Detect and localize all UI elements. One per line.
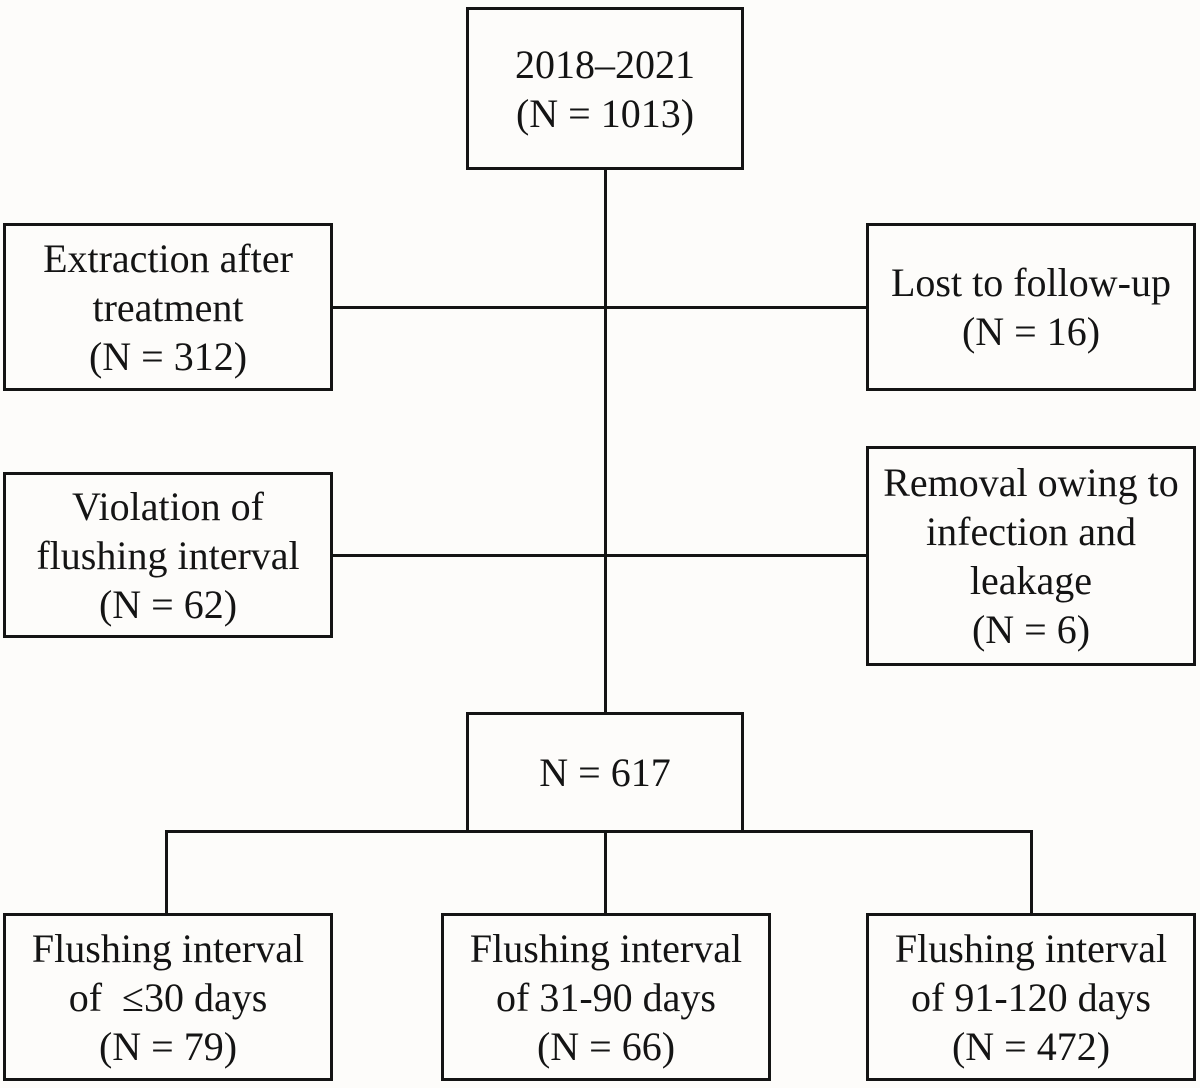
connector-branch-right-drop bbox=[1030, 830, 1033, 914]
node-count: (N = 6) bbox=[971, 607, 1091, 652]
node-count: (N = 472) bbox=[951, 1023, 1111, 1069]
connector-branch-middle-drop bbox=[604, 830, 607, 914]
node-text-line: Flushing interval bbox=[469, 925, 743, 971]
node-text-line: infection and bbox=[926, 509, 1136, 554]
node-text-line: leakage bbox=[969, 558, 1093, 603]
node-text-line: Violation of bbox=[71, 483, 264, 529]
node-violation-of-flushing-interval: Violation of flushing interval (N = 62) bbox=[3, 472, 333, 638]
connector-branch-left-drop bbox=[165, 830, 168, 914]
node-count: (N = 1013) bbox=[515, 90, 695, 136]
node-text-line: Flushing interval bbox=[894, 925, 1168, 971]
connector-violation-removal bbox=[333, 554, 866, 557]
node-count: (N = 312) bbox=[88, 333, 248, 379]
node-text-line: of ≤30 days bbox=[68, 974, 268, 1020]
node-text-line: Lost to follow-up bbox=[891, 260, 1171, 305]
node-flushing-interval-le-30-days: Flushing interval of ≤30 days (N = 79) bbox=[3, 913, 333, 1081]
node-removal-infection-leakage: Removal owing to infection and leakage (… bbox=[866, 446, 1196, 666]
node-text-line: of 31-90 days bbox=[496, 974, 716, 1020]
node-count: N = 617 bbox=[539, 750, 671, 795]
node-extraction-after-treatment: Extraction after treatment (N = 312) bbox=[3, 223, 333, 391]
node-flushing-interval-31-90-days: Flushing interval of 31-90 days (N = 66) bbox=[441, 913, 771, 1081]
node-count: (N = 16) bbox=[961, 309, 1101, 354]
node-count: (N = 66) bbox=[536, 1023, 676, 1069]
node-cohort-2018-2021: 2018–2021 (N = 1013) bbox=[466, 7, 744, 170]
node-text-line: Removal owing to bbox=[883, 460, 1179, 505]
node-text-line: treatment bbox=[92, 284, 244, 330]
node-flushing-interval-91-120-days: Flushing interval of 91-120 days (N = 47… bbox=[866, 913, 1196, 1081]
connector-extraction-lost bbox=[333, 306, 866, 309]
node-count: (N = 79) bbox=[98, 1023, 238, 1069]
node-text-line: flushing interval bbox=[36, 532, 300, 578]
connector-top-to-included bbox=[604, 170, 607, 713]
node-text-line: Extraction after bbox=[43, 235, 293, 281]
node-lost-to-follow-up: Lost to follow-up (N = 16) bbox=[866, 223, 1196, 391]
node-included-n-617: N = 617 bbox=[466, 712, 744, 833]
node-text-line: 2018–2021 bbox=[515, 41, 695, 87]
node-text-line: Flushing interval bbox=[31, 925, 305, 971]
node-count: (N = 62) bbox=[98, 581, 238, 627]
node-text-line: of 91-120 days bbox=[911, 974, 1151, 1020]
